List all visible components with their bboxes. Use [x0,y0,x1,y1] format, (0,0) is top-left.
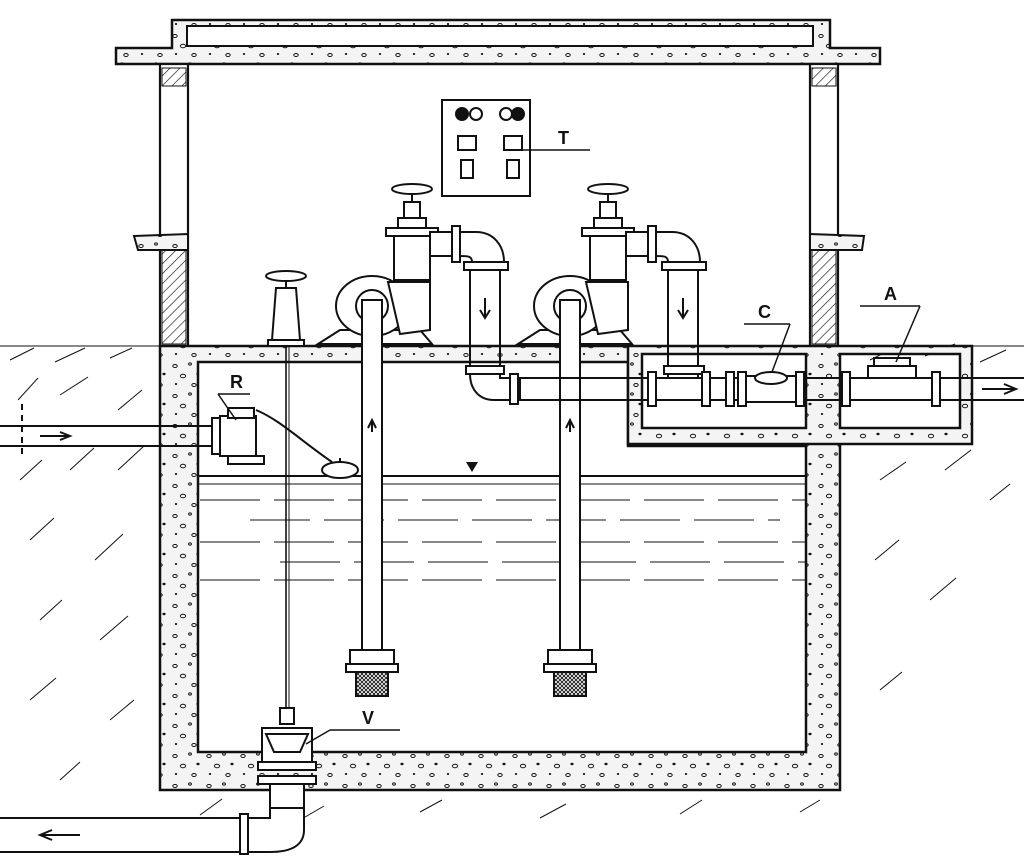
diagram-labels: T C A R V [217,128,921,745]
basin-concrete [158,344,974,792]
water-level [198,462,806,581]
label-a: A [884,284,897,304]
label-c: C [758,302,771,322]
label-t: T [558,128,569,148]
float-valve [219,407,359,479]
label-v: V [362,708,374,728]
pump-1 [314,183,509,697]
water-level-marker [466,462,478,472]
gate-valve-operator [265,270,307,720]
soil-hatching [0,343,1024,821]
discharge-manifold [465,357,1024,407]
label-r: R [230,372,243,392]
control-panel [441,99,531,197]
drain-valve [0,707,317,855]
pump-2 [514,183,707,697]
building-structure [114,18,882,348]
